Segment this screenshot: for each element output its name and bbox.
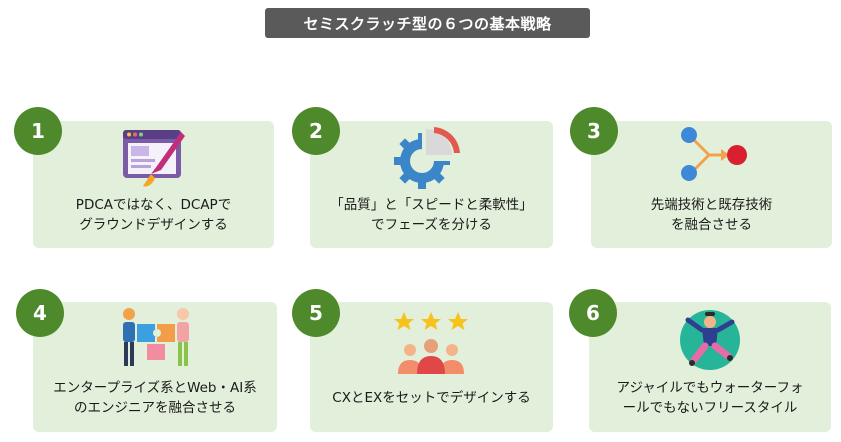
strategy-3-line1: 先端技術と既存技術 [650,197,773,213]
badge-3: 3 [570,107,618,155]
strategy-card-2: 「品質」と「スピードと柔軟性」 でフェーズを分ける [310,121,553,248]
page-title: セミスクラッチ型の６つの基本戦略 [265,8,590,38]
strategy-card-4: エンタープライズ系とWeb・AI系 のエンジニアを融合させる [33,302,277,432]
strategy-text-3: 先端技術と既存技術 を融合させる [591,195,832,235]
strategy-card-3: 先端技術と既存技術 を融合させる [591,121,832,248]
strategy-1-line1: PDCAではなく、DCAPで [75,197,232,213]
strategy-1-line2: グラウンドデザインする [79,217,228,233]
strategy-3-line2: を融合させる [671,217,752,233]
puzzle-people-icon [123,308,189,366]
web-design-icon [123,130,185,187]
strategy-text-5: CXとEXをセットでデザインする [310,388,553,408]
strategy-2-line1: 「品質」と「スピードと柔軟性」 [330,197,533,213]
badge-4: 4 [16,289,64,337]
strategy-6-line1: アジャイルでもウォーターフォ [616,380,804,396]
merge-nodes-icon [681,127,747,181]
strategy-4-line1: エンタープライズ系とWeb・AI系 [53,380,257,396]
strategy-5-line1: CXとEXをセットでデザインする [332,390,531,406]
strategy-text-2: 「品質」と「スピードと柔軟性」 でフェーズを分ける [310,195,553,235]
strategy-text-1: PDCAではなく、DCAPで グラウンドデザインする [33,195,274,235]
gear-chart-icon [394,127,460,189]
strategy-text-4: エンタープライズ系とWeb・AI系 のエンジニアを融合させる [33,378,277,418]
strategy-2-line2: でフェーズを分ける [371,217,492,233]
badge-6: 6 [569,289,617,337]
strategy-4-line2: のエンジニアを融合させる [74,400,236,416]
freestyle-person-icon [680,310,740,370]
strategy-card-6: アジャイルでもウォーターフォ ールでもないフリースタイル [589,302,831,432]
strategy-card-1: PDCAではなく、DCAPで グラウンドデザインする [33,121,274,248]
badge-1: 1 [14,107,62,155]
strategy-card-5: CXとEXをセットでデザインする [310,302,553,432]
badge-5: 5 [292,289,340,337]
badge-2: 2 [292,107,340,155]
strategy-6-line2: ールでもないフリースタイル [622,400,798,416]
rating-team-icon [394,312,468,374]
strategy-text-6: アジャイルでもウォーターフォ ールでもないフリースタイル [589,378,831,418]
